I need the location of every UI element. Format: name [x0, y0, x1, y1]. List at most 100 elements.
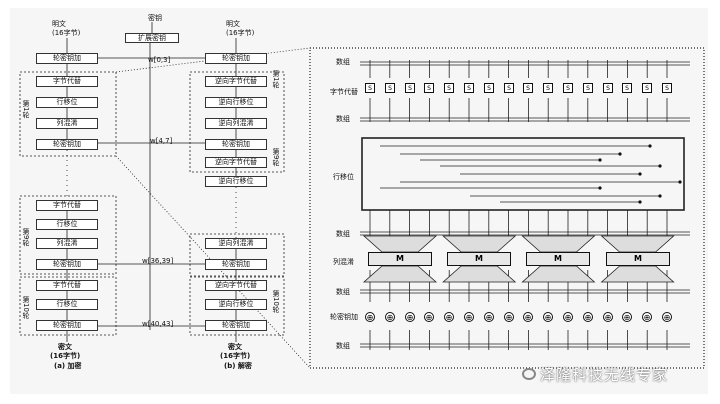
enc-round-9-group — [19, 195, 117, 275]
enc-shift-rows-1: 行移位 — [36, 97, 98, 108]
dec-round-10-label: 第10轮 — [272, 290, 280, 313]
s-box-8: S — [523, 83, 533, 93]
enc-sub-bytes-1: 字节代替 — [36, 76, 98, 87]
dec-inv-sub-bytes-10: 逆向字节代替 — [205, 280, 267, 291]
s-box-13: S — [622, 83, 632, 93]
enc-round-10-group — [19, 276, 117, 336]
xor-icon-9: ⊕ — [543, 312, 553, 322]
xor-icon-14: ⊕ — [642, 312, 652, 322]
dec-inv-sub-bytes-1: 逆向字节代替 — [205, 76, 267, 87]
ciphertext-label: 密文 — [58, 343, 72, 351]
dec-plaintext-label: 明文 — [226, 20, 240, 28]
dec-add-round-key-1: 轮密钥加 — [205, 139, 267, 150]
dec-round-1-group — [189, 71, 285, 173]
mix-fan-out-0 — [362, 265, 438, 283]
key-expansion-box: 扩展密钥 — [125, 33, 179, 43]
plaintext-label: 明文 — [52, 20, 66, 28]
shift-dot-5 — [678, 180, 682, 184]
row-label-sub-bytes: 字节代替 — [330, 88, 358, 96]
key-label: 密钥 — [148, 14, 162, 22]
s-box-5: S — [464, 83, 474, 93]
row-label-state-1: 数组 — [336, 115, 350, 123]
wechat-icon — [522, 368, 536, 380]
xor-icon-8: ⊕ — [523, 312, 533, 322]
mix-fan-in-2 — [521, 235, 596, 253]
enc-add-round-key-1: 轮密钥加 — [36, 139, 98, 150]
mix-fan-in-1 — [442, 235, 517, 253]
s-box-1: S — [385, 83, 395, 93]
xor-icon-0: ⊕ — [365, 312, 375, 322]
plaintext-size: (16字节) — [52, 29, 81, 37]
enc-add-round-key-9: 轮密钥加 — [36, 259, 98, 270]
mix-column-box-1: M — [447, 252, 511, 266]
shift-dot-3 — [658, 164, 662, 168]
row-label-state-2: 数组 — [336, 230, 350, 238]
mix-fan-out-2 — [521, 265, 596, 283]
enc-mix-columns-1: 列混淆 — [36, 118, 98, 129]
xor-icon-1: ⊕ — [385, 312, 395, 322]
xor-icon-13: ⊕ — [622, 312, 632, 322]
dec-add-round-key-10: 轮密钥加 — [205, 320, 267, 331]
xor-icon-11: ⊕ — [583, 312, 593, 322]
dec-plaintext-size: (16字节) — [226, 29, 255, 37]
xor-icon-3: ⊕ — [424, 312, 434, 322]
w-label-2: w[36,39] — [142, 257, 174, 265]
dec-round-9-label: 第9轮 — [272, 148, 280, 167]
dec-ciphertext-label: 密文 — [228, 343, 242, 351]
mix-fan-in-3 — [600, 235, 675, 253]
xor-icon-4: ⊕ — [444, 312, 454, 322]
s-box-14: S — [642, 83, 652, 93]
row-label-add-round-key: 轮密钥加 — [330, 313, 358, 321]
xor-icon-6: ⊕ — [484, 312, 494, 322]
shift-dot-8 — [638, 200, 642, 204]
mix-column-box-0: M — [368, 252, 432, 266]
mix-fan-in-0 — [362, 235, 438, 253]
s-box-12: S — [603, 83, 613, 93]
row-label-mix-columns: 列混淆 — [333, 258, 354, 266]
xor-icon-10: ⊕ — [563, 312, 573, 322]
enc-add-round-key-0: 轮密钥加 — [36, 53, 98, 64]
enc-sub-bytes-9: 字节代替 — [36, 200, 98, 211]
enc-add-round-key-10: 轮密钥加 — [36, 320, 98, 331]
dec-round-1-label: 第1轮 — [272, 70, 280, 89]
dec-add-round-key-0: 轮密钥加 — [205, 53, 267, 64]
ciphertext-size: (16字节) — [50, 352, 81, 360]
dec-inv-shift-rows-2: 逆向行移位 — [205, 176, 267, 187]
s-box-6: S — [484, 83, 494, 93]
dec-inv-shift-rows-1: 逆向行移位 — [205, 97, 267, 108]
dec-inv-shift-rows-10: 逆向行移位 — [205, 299, 267, 310]
shift-dot-1 — [618, 152, 622, 156]
row-label-shift-rows: 行移位 — [333, 173, 354, 181]
shift-dot-0 — [648, 144, 652, 148]
s-box-15: S — [662, 83, 672, 93]
mix-column-box-3: M — [606, 252, 670, 266]
diagram-frame — [10, 8, 708, 394]
dec-add-round-key-9: 轮密钥加 — [205, 259, 267, 270]
s-box-2: S — [405, 83, 415, 93]
enc-round-1-group — [19, 71, 117, 157]
s-box-11: S — [583, 83, 593, 93]
mix-fan-out-1 — [442, 265, 517, 283]
dec-inv-mix-columns-9: 逆向列混淆 — [205, 238, 267, 249]
shift-dot-2 — [598, 158, 602, 162]
s-box-3: S — [424, 83, 434, 93]
xor-icon-2: ⊕ — [405, 312, 415, 322]
w-label-1: w[4,7] — [150, 137, 173, 145]
s-box-4: S — [444, 83, 454, 93]
dec-inv-sub-bytes-2: 逆向字节代替 — [205, 157, 267, 168]
shift-dot-6 — [598, 186, 602, 190]
row-label-state-0: 数组 — [336, 58, 350, 66]
shift-dot-7 — [658, 194, 662, 198]
xor-icon-7: ⊕ — [504, 312, 514, 322]
xor-icon-5: ⊕ — [464, 312, 474, 322]
enc-shift-rows-9: 行移位 — [36, 219, 98, 230]
xor-icon-12: ⊕ — [603, 312, 613, 322]
shift-dot-4 — [638, 172, 642, 176]
row-label-state-3: 数组 — [336, 288, 350, 296]
enc-shift-rows-10: 行移位 — [36, 299, 98, 310]
s-box-9: S — [543, 83, 553, 93]
caption-encryption: (a) 加密 — [54, 362, 82, 370]
row-label-state-4: 数组 — [336, 342, 350, 350]
w-label-3: w[40,43] — [142, 320, 174, 328]
